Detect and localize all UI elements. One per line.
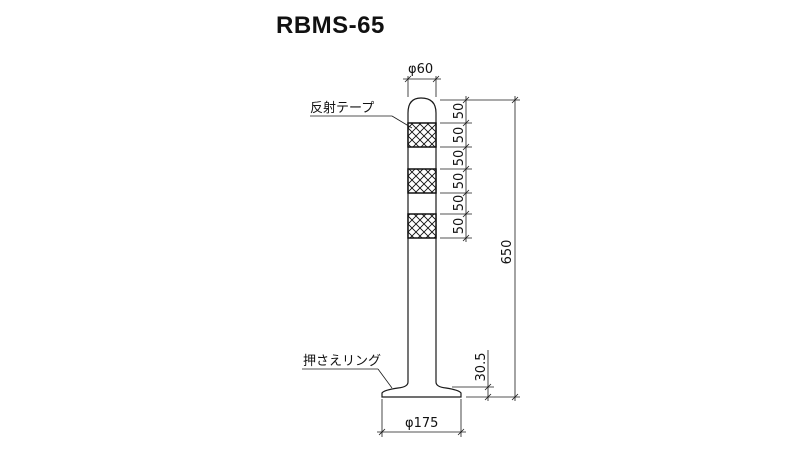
model-title: RBMS-65 bbox=[276, 12, 385, 39]
base-diameter-label: φ175 bbox=[405, 416, 438, 431]
total-height-dimension bbox=[466, 96, 520, 401]
segment-label-2: 50 bbox=[452, 127, 467, 144]
reflective-tape-leader bbox=[310, 115, 413, 129]
segment-label-5: 50 bbox=[452, 195, 467, 212]
top-diameter-dimension bbox=[403, 75, 441, 97]
segment-dimension-chain bbox=[440, 96, 520, 242]
segment-label-3: 50 bbox=[452, 150, 467, 167]
segment-label-1: 50 bbox=[452, 103, 467, 120]
reflective-band-3 bbox=[407, 213, 437, 239]
segment-label-4: 50 bbox=[452, 173, 467, 190]
total-height-label: 650 bbox=[500, 240, 515, 265]
holding-ring-label: 押さえリング bbox=[303, 354, 381, 369]
reflective-band-1 bbox=[407, 122, 437, 148]
segment-label-6: 50 bbox=[452, 218, 467, 235]
reflective-band-2 bbox=[407, 168, 437, 194]
holding-ring-leader bbox=[302, 368, 393, 389]
holding-ring bbox=[381, 381, 462, 398]
ring-height-dimension bbox=[452, 350, 494, 401]
top-diameter-label: φ60 bbox=[408, 62, 433, 77]
reflective-tape-label: 反射テープ bbox=[310, 100, 374, 116]
post-body bbox=[407, 97, 437, 382]
ring-height-label: 30.5 bbox=[474, 353, 489, 382]
base-diameter-dimension bbox=[377, 399, 466, 437]
